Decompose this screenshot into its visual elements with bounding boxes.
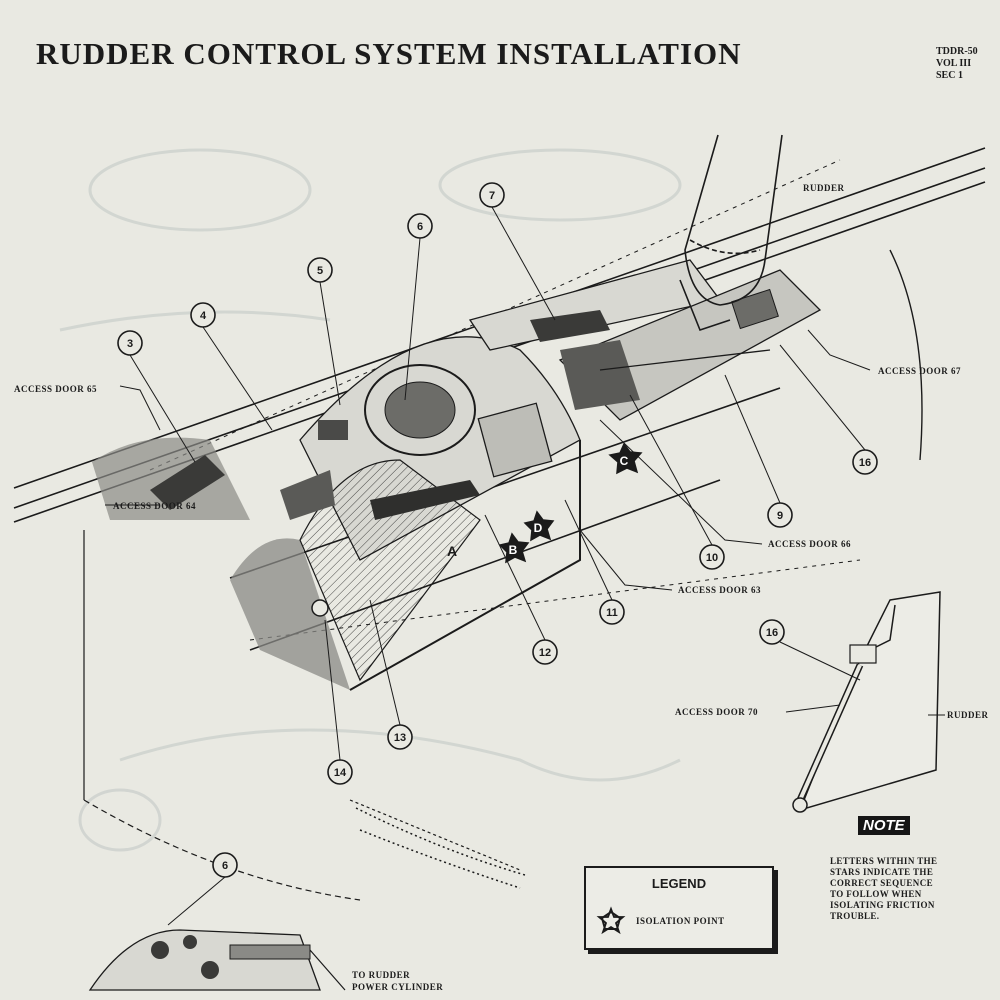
label-to-rudder-2: POWER CYLINDER [352,982,443,992]
rudder-detail [792,591,941,813]
note-line: ISOLATING FRICTION [830,900,935,910]
detail-assembly-6 [88,929,346,991]
legend: LEGEND ISOLATION POINT [584,866,774,950]
svg-text:13: 13 [394,732,406,744]
label-rudder-detail: RUDDER [947,710,989,720]
note-text: LETTERS WITHIN THE STARS INDICATE THE CO… [830,856,980,922]
access-well-64 [92,437,250,520]
background-bleed-through [59,148,682,852]
isolation-point-b: B [498,532,530,564]
callout-12: 12 [532,639,558,665]
callout-14: 14 [327,759,353,785]
callout-6: 6 [407,213,433,239]
svg-text:D: D [534,521,543,535]
label-rudder-top: RUDDER [803,183,845,193]
svg-text:6: 6 [222,860,228,872]
svg-text:12: 12 [539,647,551,659]
callout-16-detail: 16 [759,619,785,645]
isolation-point-c: C [608,442,643,475]
label-access-door-67: ACCESS DOOR 67 [878,366,961,376]
page-title: RUDDER CONTROL SYSTEM INSTALLATION [36,36,742,71]
svg-text:6: 6 [417,221,423,233]
label-access-door-70: ACCESS DOOR 70 [675,707,758,717]
lower-strip [355,807,526,889]
callout-4: 4 [190,302,216,328]
rudder-tube [679,134,783,331]
note-badge: NOTE [858,816,910,835]
label-access-door-66: ACCESS DOOR 66 [768,539,851,549]
right-cutaway [468,259,822,421]
label-access-door-65: ACCESS DOOR 65 [14,384,97,394]
callout-16-main: 16 [852,449,878,475]
note-line: TO FOLLOW WHEN [830,889,922,899]
legend-item: ISOLATION POINT [596,906,725,936]
svg-text:A: A [447,543,457,559]
pentagon-star-icon [596,906,626,935]
callout-10: 10 [699,544,725,570]
callout-13: 13 [387,724,413,750]
svg-text:7: 7 [489,190,495,202]
svg-text:9: 9 [777,510,783,522]
isolation-point-d: D [523,510,555,542]
callout-11: 11 [599,599,625,625]
svg-text:3: 3 [127,338,133,350]
isolation-point-a: A [447,543,457,559]
svg-text:11: 11 [606,607,618,619]
fuselage-outline [83,159,923,901]
svg-text:10: 10 [706,552,718,564]
callout-3: 3 [117,330,143,356]
leader-lines [105,206,945,926]
svg-text:16: 16 [859,457,871,469]
svg-text:B: B [509,543,518,557]
doc-ref-volume: VOL III [936,58,972,69]
svg-text:C: C [620,454,629,468]
svg-text:16: 16 [766,627,778,639]
label-access-door-64: ACCESS DOOR 64 [113,501,196,511]
note-line: CORRECT SEQUENCE [830,878,934,888]
callout-6-detail: 6 [212,852,238,878]
label-to-rudder-1: TO RUDDER [352,970,410,980]
svg-text:5: 5 [317,265,323,277]
callout-5: 5 [307,257,333,283]
svg-text:4: 4 [200,310,207,322]
callout-7: 7 [479,182,505,208]
note-line: TROUBLE. [830,911,880,921]
doc-ref-id: TDDR-50 [936,46,978,57]
center-cutaway [230,336,581,691]
legend-item-label: ISOLATION POINT [636,916,725,926]
callout-9: 9 [767,502,793,528]
doc-ref-section: SEC 1 [936,70,963,81]
legend-title: LEGEND [651,876,707,891]
label-access-door-63: ACCESS DOOR 63 [678,585,761,595]
note-line: STARS INDICATE THE [830,867,934,877]
document-reference: TDDR-50 VOL III SEC 1 [936,46,978,82]
note-line: LETTERS WITHIN THE [830,856,938,866]
svg-text:14: 14 [334,767,347,779]
